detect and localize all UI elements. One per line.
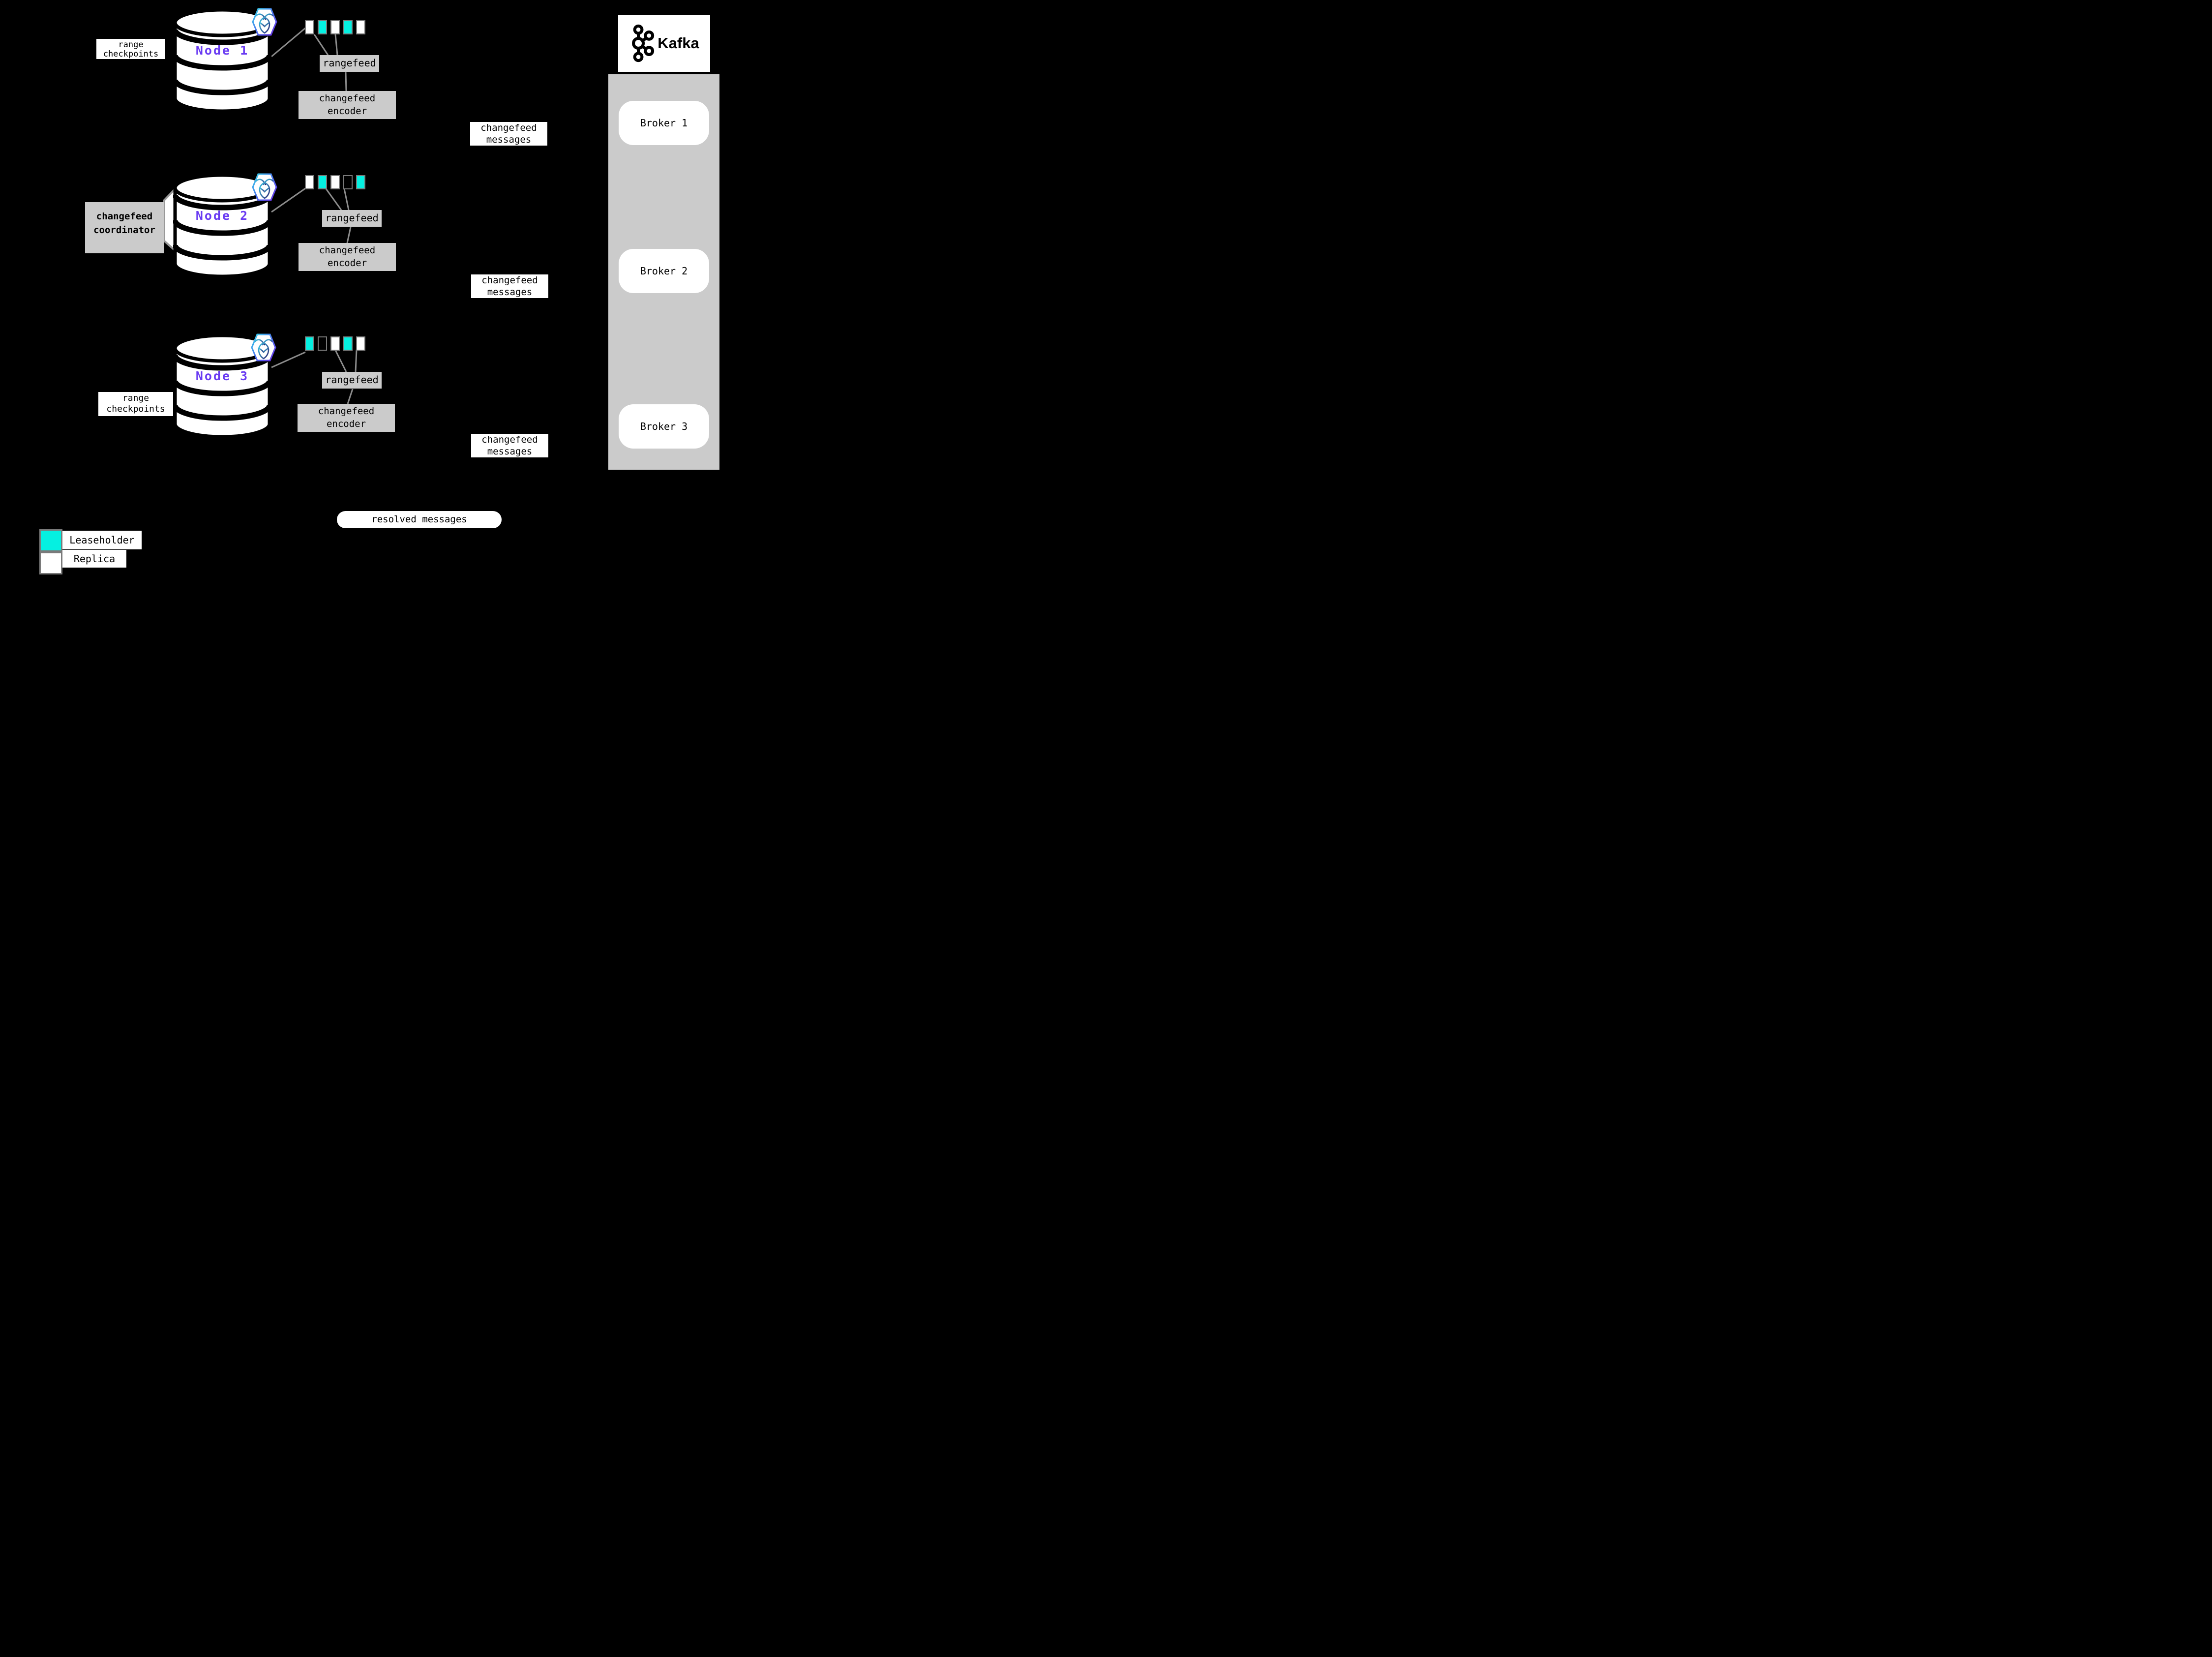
node3-label: Node 3 <box>195 369 249 383</box>
range-checkpoints-line2: checkpoints <box>103 49 159 59</box>
changefeed-messages-label-2: changefeed messages <box>471 274 548 298</box>
encoder-line2: encoder <box>327 258 367 269</box>
node2-label: Node 2 <box>195 209 249 223</box>
range-rect-replica <box>305 175 314 189</box>
messages-line2: messages <box>487 446 533 457</box>
range-row <box>305 175 369 189</box>
encoder-line1: changefeed <box>319 93 376 104</box>
range-rect-leaseholder <box>343 336 353 351</box>
cockroachdb-icon <box>252 173 277 201</box>
range-rect-leaseholder <box>356 175 365 189</box>
changefeed-encoder-box-1: changefeed encoder <box>299 91 396 119</box>
changefeed-messages-label-3: changefeed messages <box>471 434 548 457</box>
kafka-wordmark: Kafka <box>658 34 699 52</box>
range-rect-replica <box>356 20 365 34</box>
range-checkpoints-label-top: range checkpoints <box>96 39 165 59</box>
range-checkpoints-line1: range <box>122 393 149 403</box>
range-rect-leaseholder <box>318 20 327 34</box>
coordinator-line2: coordinator <box>93 225 155 236</box>
changefeed-encoder-box-3: changefeed encoder <box>298 404 395 432</box>
legend-replica-swatch <box>39 552 62 574</box>
rangefeed-box-2: rangefeed <box>322 210 382 227</box>
range-rect-leaseholder <box>305 336 314 351</box>
messages-line2: messages <box>486 134 532 145</box>
range-rect-empty <box>318 336 327 351</box>
range-rect-leaseholder <box>318 175 327 189</box>
encoder-line1: changefeed <box>319 245 376 256</box>
rangefeed-box-3: rangefeed <box>322 372 382 389</box>
range-rect-empty <box>343 175 353 189</box>
range-rect-replica <box>330 175 340 189</box>
encoder-line1: changefeed <box>318 406 375 417</box>
range-checkpoints-line2: checkpoints <box>106 404 165 414</box>
range-checkpoints-line1: range <box>118 40 144 50</box>
kafka-logo-box: Kafka <box>618 15 710 72</box>
coordinator-line1: changefeed <box>96 211 153 222</box>
node2-cylinder <box>173 173 271 278</box>
range-rect-replica <box>330 336 340 351</box>
resolved-messages-label: resolved messages <box>337 511 502 528</box>
changefeed-coordinator-box: changefeed coordinator <box>85 202 164 253</box>
encoder-line2: encoder <box>327 106 367 117</box>
cockroachdb-icon <box>251 333 276 362</box>
messages-line2: messages <box>487 287 533 298</box>
changefeed-messages-label-1: changefeed messages <box>470 122 547 146</box>
encoder-line2: encoder <box>326 419 366 429</box>
changefeed-encoder-box-2: changefeed encoder <box>299 243 396 271</box>
node1-label: Node 1 <box>195 43 249 58</box>
range-row <box>305 20 369 34</box>
range-rect-replica <box>330 20 340 34</box>
messages-line1: changefeed <box>480 122 537 133</box>
range-row <box>305 336 369 351</box>
range-rect-leaseholder <box>343 20 353 34</box>
range-rect-replica <box>356 336 365 351</box>
broker-3: Broker 3 <box>619 404 709 449</box>
legend-leaseholder-swatch <box>39 529 62 552</box>
broker-1: Broker 1 <box>619 101 709 145</box>
messages-line1: changefeed <box>481 275 538 286</box>
broker-2: Broker 2 <box>619 249 709 293</box>
legend-leaseholder-label: Leaseholder <box>62 531 142 549</box>
node1-cylinder <box>173 8 271 113</box>
range-rect-replica <box>305 20 314 34</box>
cockroachdb-icon <box>252 8 277 36</box>
kafka-icon <box>632 24 655 62</box>
legend-replica-label: Replica <box>62 550 126 568</box>
messages-line1: changefeed <box>481 434 538 445</box>
range-checkpoints-label-bottom: range checkpoints <box>98 392 173 416</box>
rangefeed-box-1: rangefeed <box>320 55 379 72</box>
